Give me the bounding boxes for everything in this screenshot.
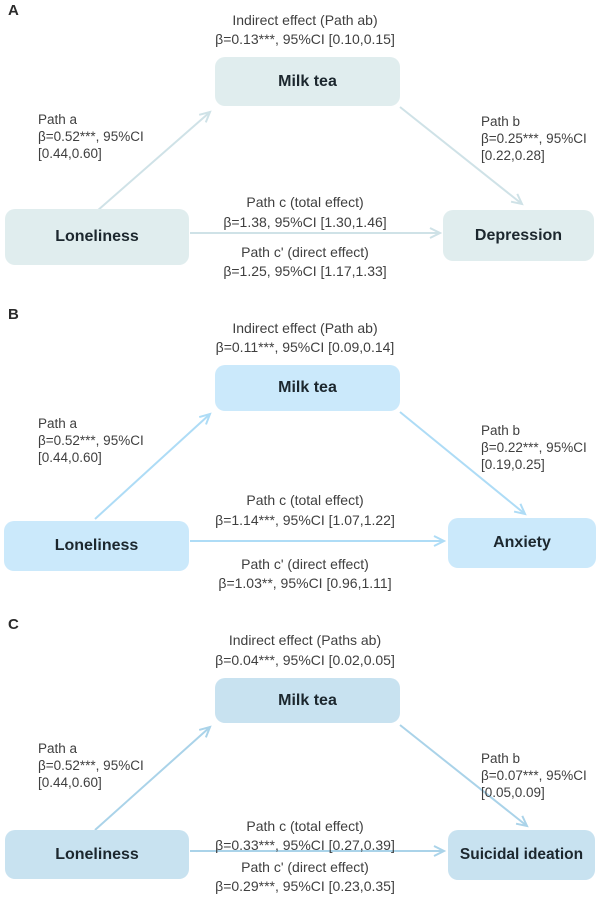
path-b-title: Path b (481, 423, 521, 438)
indirect-effect-block: Indirect effect (Path ab) β=0.11***, 95%… (155, 319, 455, 357)
outcome-label: Anxiety (493, 534, 551, 551)
path-a-ci: [0.44,0.60] (38, 146, 102, 161)
path-a-block: Path a β=0.52***, 95%CI [0.44,0.60] (38, 740, 144, 791)
path-b-title: Path b (481, 114, 521, 129)
panel-a: A Indirect effect (Path ab) β=0.13***, 9… (0, 0, 600, 300)
node-predictor: Loneliness (5, 209, 189, 265)
panel-c-arrows (94, 724, 529, 857)
path-b-ci: [0.19,0.25] (481, 457, 545, 472)
indirect-effect-title: Indirect effect (Paths ab) (228, 632, 382, 648)
node-mediator: Milk tea (215, 57, 400, 106)
path-b-block: Path b β=0.07***, 95%CI [0.05,0.09] (481, 750, 587, 801)
path-a-block: Path a β=0.52***, 95%CI [0.44,0.60] (38, 415, 144, 466)
node-predictor: Loneliness (4, 521, 189, 571)
node-outcome: Suicidal ideation (448, 830, 595, 880)
panel-label: C (8, 616, 19, 633)
path-b-arrow (399, 106, 524, 206)
path-c-prime-value: β=1.03**, 95%CI [0.96,1.11] (218, 575, 392, 591)
path-c-prime-title: Path c' (direct effect) (241, 244, 369, 260)
mediator-label: Milk tea (278, 691, 337, 709)
outcome-label: Depression (474, 226, 563, 244)
path-a-ci: [0.44,0.60] (38, 450, 102, 465)
node-outcome: Depression (443, 210, 594, 261)
path-c-prime-title: Path c' (direct effect) (241, 859, 369, 875)
panel-label: A (8, 2, 19, 19)
panel-c: C Indirect effect (Paths ab) β=0.04***, … (0, 608, 600, 898)
path-c-block: Path c (total effect) β=0.33***, 95%CI [… (155, 817, 455, 855)
path-a-beta: β=0.52***, 95%CI (38, 433, 144, 448)
path-a-block: Path a β=0.52***, 95%CI [0.44,0.60] (38, 111, 144, 162)
indirect-effect-value: β=0.11***, 95%CI [0.09,0.14] (215, 339, 395, 355)
predictor-label: Loneliness (54, 537, 139, 554)
indirect-effect-title: Indirect effect (Path ab) (232, 320, 378, 336)
path-a-ci: [0.44,0.60] (38, 775, 102, 790)
predictor-label: Loneliness (55, 228, 139, 245)
panel-a-arrows (96, 106, 524, 239)
indirect-effect-value: β=0.13***, 95%CI [0.10,0.15] (215, 31, 395, 47)
indirect-effect-title: Indirect effect (Path ab) (232, 12, 378, 28)
path-c-prime-block: Path c' (direct effect) β=1.25, 95%CI [1… (155, 243, 455, 281)
path-b-title: Path b (481, 751, 521, 766)
mediator-label: Milk tea (278, 72, 337, 90)
path-c-value: β=0.33***, 95%CI [0.27,0.39] (215, 837, 395, 853)
path-c-value: β=1.38, 95%CI [1.30,1.46] (223, 214, 387, 230)
outcome-label: Suicidal ideation (459, 846, 584, 863)
path-b-arrow (399, 411, 527, 516)
mediator-label: Milk tea (278, 379, 337, 396)
path-c-block: Path c (total effect) β=1.38, 95%CI [1.3… (155, 192, 455, 232)
path-c-prime-title: Path c' (direct effect) (241, 556, 369, 572)
path-c-title: Path c (total effect) (246, 194, 364, 210)
indirect-effect-block: Indirect effect (Paths ab) β=0.04***, 95… (155, 630, 455, 670)
path-b-beta: β=0.22***, 95%CI (481, 440, 587, 455)
node-mediator: Milk tea (215, 678, 400, 723)
path-c-block: Path c (total effect) β=1.14***, 95%CI [… (155, 490, 455, 530)
path-c-prime-value: β=0.29***, 95%CI [0.23,0.35] (215, 878, 395, 894)
path-a-title: Path a (38, 112, 78, 127)
indirect-effect-value: β=0.04***, 95%CI [0.02,0.05] (215, 652, 395, 668)
panel-label: B (8, 306, 19, 323)
predictor-label: Loneliness (55, 845, 139, 863)
node-predictor: Loneliness (5, 830, 189, 879)
path-c-title: Path c (total effect) (246, 492, 364, 508)
path-b-beta: β=0.25***, 95%CI (481, 131, 587, 146)
path-a-title: Path a (38, 416, 78, 431)
node-outcome: Anxiety (448, 518, 596, 568)
indirect-effect-block: Indirect effect (Path ab) β=0.13***, 95%… (155, 11, 455, 49)
path-a-arrow (94, 725, 212, 831)
path-b-arrow (399, 724, 529, 828)
path-b-block: Path b β=0.25***, 95%CI [0.22,0.28] (481, 113, 587, 164)
path-a-beta: β=0.52***, 95%CI (38, 129, 144, 144)
path-b-beta: β=0.07***, 95%CI (481, 768, 587, 783)
path-b-ci: [0.05,0.09] (481, 785, 545, 800)
path-c-prime-value: β=1.25, 95%CI [1.17,1.33] (223, 263, 387, 279)
node-mediator: Milk tea (215, 365, 400, 411)
path-c-prime-block: Path c' (direct effect) β=1.03**, 95%CI … (155, 555, 455, 593)
panel-b: B Indirect effect (Path ab) β=0.11***, 9… (0, 300, 600, 608)
path-a-title: Path a (38, 741, 78, 756)
path-c-value: β=1.14***, 95%CI [1.07,1.22] (215, 512, 395, 528)
path-c-prime-block: Path c' (direct effect) β=0.29***, 95%CI… (155, 858, 455, 896)
path-b-ci: [0.22,0.28] (481, 148, 545, 163)
panel-b-arrows (94, 411, 527, 547)
path-b-block: Path b β=0.22***, 95%CI [0.19,0.25] (481, 422, 587, 473)
path-a-arrow (96, 110, 212, 212)
path-a-arrow (94, 412, 212, 520)
path-c-title: Path c (total effect) (246, 818, 364, 834)
path-a-beta: β=0.52***, 95%CI (38, 758, 144, 773)
